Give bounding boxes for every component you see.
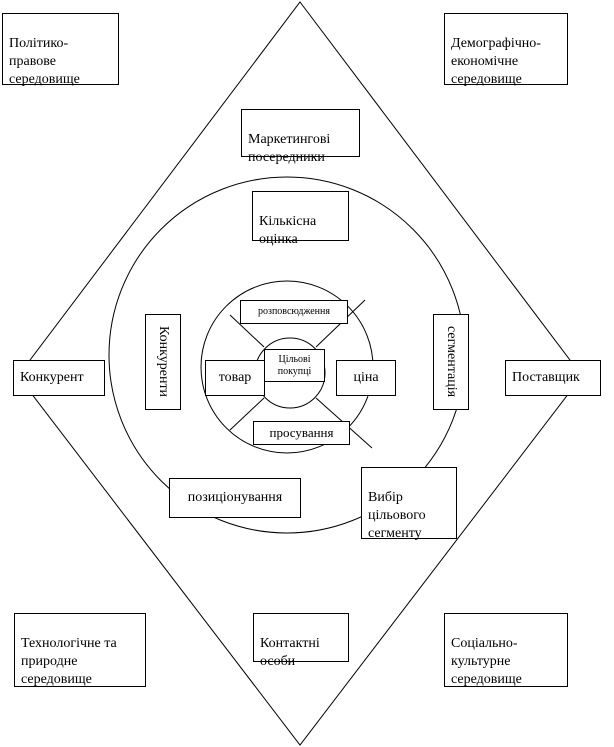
segmentation-label: сегментація	[444, 326, 459, 398]
product-box: товар	[205, 360, 265, 396]
technological-natural-label: Технологічне та природне середовище	[21, 636, 117, 687]
price-box: ціна	[336, 360, 396, 396]
supplier-label: Поставщик	[512, 370, 580, 385]
price-label: ціна	[353, 370, 379, 385]
contact-persons-label: Контактні особи	[260, 636, 320, 669]
promotion-label: просування	[269, 425, 334, 440]
social-cultural-label: Соціально- культурне середовище	[451, 636, 522, 687]
promotion-box: просування	[253, 421, 350, 445]
target-segment-selection-box: Вибір цільового сегменту	[361, 467, 457, 541]
divider-line-bottom-left	[229, 397, 265, 431]
environment-diamond	[17, 1, 583, 746]
segmentation-box: сегментація	[433, 314, 469, 410]
target-segment-selection-label: Вибір цільового сегменту	[368, 490, 426, 541]
competitors-box: Конкуренти	[145, 314, 181, 410]
contact-persons-box: Контактні особи	[253, 613, 349, 669]
marketing-intermediaries-box: Маркетингові посередники	[241, 109, 360, 165]
social-cultural-environment-box: Соціально- культурне середовище	[444, 613, 568, 687]
political-legal-label: Політико- правове середовище	[9, 36, 80, 87]
distribution-label: розповсюдження	[258, 306, 330, 317]
positioning-label: позиціонування	[187, 490, 283, 505]
positioning-box: позиціонування	[169, 478, 301, 518]
political-legal-environment-box: Політико- правове середовище	[2, 13, 119, 87]
competitor-box: Конкурент	[13, 360, 105, 396]
distribution-box: розповсюдження	[240, 300, 348, 324]
marketing-intermediaries-label: Маркетингові посередники	[248, 132, 331, 165]
technological-natural-environment-box: Технологічне та природне середовище	[14, 613, 146, 687]
demographic-economic-environment-box: Демографічно- економічне середовище	[444, 13, 568, 87]
quantitative-assessment-label: Кількісна оцінка	[259, 214, 317, 247]
quantitative-assessment-box: Кількісна оцінка	[252, 191, 349, 247]
supplier-box: Поставщик	[505, 360, 601, 396]
divider-line-top-left	[229, 314, 265, 348]
target-customers-box: Цільові покупці	[264, 349, 325, 382]
product-label: товар	[218, 370, 252, 385]
competitors-label: Конкуренти	[156, 326, 171, 398]
target-customers-label: Цільові покупці	[277, 353, 312, 377]
competitor-label: Конкурент	[20, 370, 84, 385]
demographic-economic-label: Демографічно- економічне середовище	[451, 36, 541, 87]
